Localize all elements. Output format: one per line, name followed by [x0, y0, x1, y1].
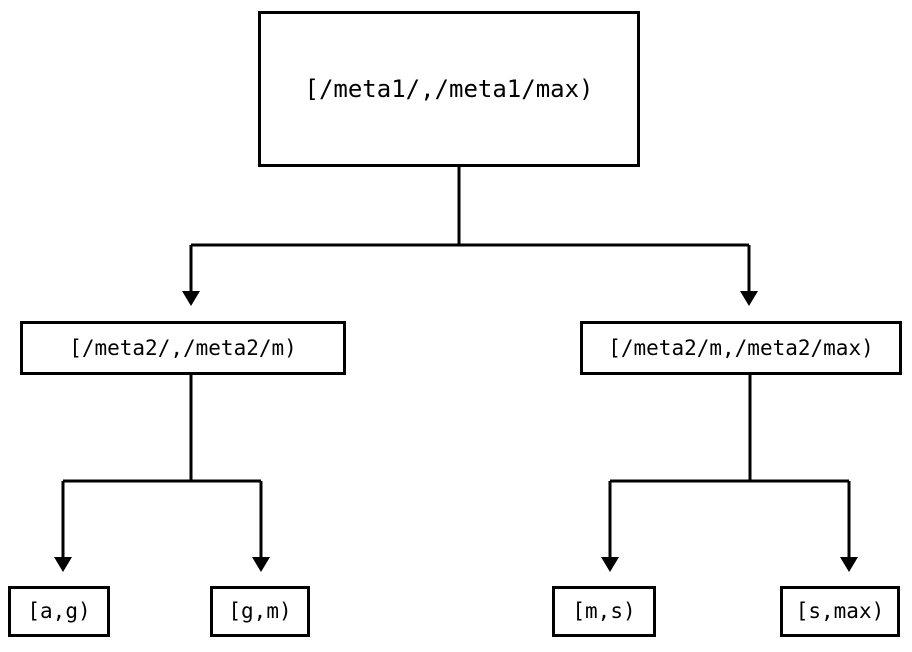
- arrowhead-to-leaf-ag: [54, 557, 72, 572]
- node-leaf-g-m-label: [g,m): [228, 599, 292, 623]
- node-mid-left-label: [/meta2/,/meta2/m): [69, 335, 297, 360]
- node-leaf-g-m[interactable]: [g,m): [210, 586, 310, 637]
- node-root[interactable]: [/meta1/,/meta1/max): [258, 11, 640, 167]
- arrowhead-to-leaf-smax: [840, 557, 858, 572]
- arrowhead-to-mid-right: [740, 291, 758, 306]
- node-root-label: [/meta1/,/meta1/max): [304, 75, 594, 103]
- arrowhead-to-leaf-ms: [601, 557, 619, 572]
- node-leaf-a-g[interactable]: [a,g): [8, 586, 110, 637]
- node-mid-right[interactable]: [/meta2/m,/meta2/max): [580, 321, 902, 375]
- node-leaf-m-s[interactable]: [m,s): [552, 586, 656, 637]
- node-mid-right-label: [/meta2/m,/meta2/max): [608, 335, 874, 360]
- node-leaf-m-s-label: [m,s): [572, 599, 636, 623]
- arrowhead-to-mid-left: [182, 291, 200, 306]
- node-leaf-s-max-label: [s,max): [795, 599, 885, 623]
- node-mid-left[interactable]: [/meta2/,/meta2/m): [20, 321, 346, 375]
- arrowhead-to-leaf-gm: [252, 557, 270, 572]
- node-leaf-a-g-label: [a,g): [27, 599, 91, 623]
- node-leaf-s-max[interactable]: [s,max): [780, 586, 900, 637]
